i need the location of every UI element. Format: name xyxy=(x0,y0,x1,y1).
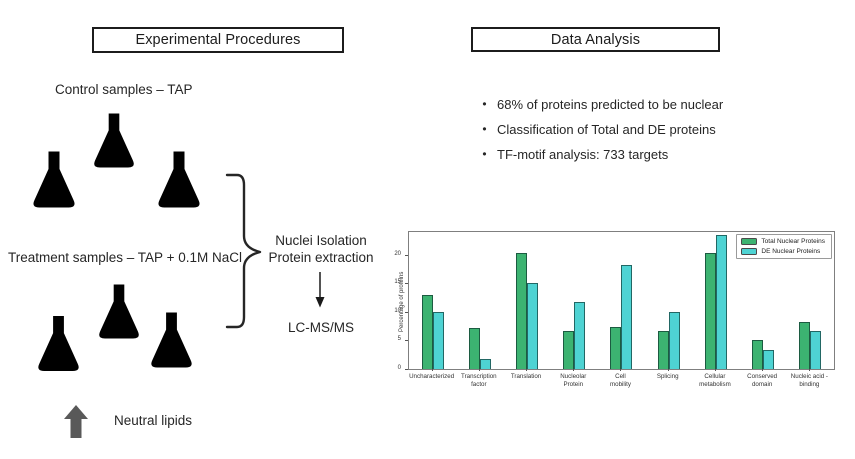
y-tick-label: 0 xyxy=(397,365,401,371)
bar xyxy=(479,359,491,369)
control-flask-icon xyxy=(158,150,200,208)
bar-group xyxy=(740,232,787,369)
x-category-label: Cellular metabolism xyxy=(691,369,738,388)
curly-brace-icon xyxy=(225,173,262,329)
y-tick-label: 15 xyxy=(394,279,401,286)
bar-group xyxy=(503,232,550,369)
y-tick-label: 10 xyxy=(394,307,401,314)
bar xyxy=(799,322,811,369)
pipeline-step-protein-extraction: Protein extraction xyxy=(268,249,374,265)
x-category-label: Splicing xyxy=(644,369,691,388)
bar-group xyxy=(598,232,645,369)
bar xyxy=(621,264,633,369)
bullet-text: Classification of Total and DE proteins xyxy=(497,122,716,137)
bullet-item: • Classification of Total and DE protein… xyxy=(472,122,723,137)
bar xyxy=(527,283,539,369)
bar xyxy=(715,234,727,369)
bar-group xyxy=(551,232,598,369)
chart-plot-area: Total Nuclear Proteins DE Nuclear Protein… xyxy=(394,231,835,371)
down-arrow-icon xyxy=(315,272,325,308)
y-tick-label: 20 xyxy=(394,250,401,257)
data-analysis-title-box: Data Analysis xyxy=(471,27,720,52)
experimental-procedures-title: Experimental Procedures xyxy=(135,32,301,48)
legend-label: DE Nuclear Proteins xyxy=(761,248,821,255)
treatment-flask-icon xyxy=(99,283,139,339)
legend-swatch xyxy=(741,238,758,245)
x-category-label: Uncharacterized xyxy=(408,369,455,388)
bar-group xyxy=(645,232,692,369)
treatment-flask-icon xyxy=(151,311,192,368)
bar-group xyxy=(456,232,503,369)
legend-item: Total Nuclear Proteins xyxy=(741,238,825,245)
x-category-label: Transcription factor xyxy=(455,369,502,388)
bullet-item: • TF-motif analysis: 733 targets xyxy=(472,147,723,162)
pipeline-step-lcms: LC-MS/MS xyxy=(287,320,354,335)
bullet-item: • 68% of proteins predicted to be nuclea… xyxy=(472,97,723,112)
control-flask-icon xyxy=(33,150,75,208)
bar xyxy=(668,311,680,369)
x-category-label: Translation xyxy=(502,369,549,388)
pipeline-step-nuclei-isolation: Nuclei Isolation xyxy=(275,233,367,248)
bar xyxy=(421,294,433,369)
up-arrow-icon xyxy=(64,405,88,438)
bar xyxy=(657,331,669,369)
bar-groups xyxy=(409,232,834,369)
bar-group xyxy=(787,232,834,369)
legend-item: DE Nuclear Proteins xyxy=(741,248,825,255)
bar xyxy=(468,327,480,369)
treatment-samples-label: Treatment samples – TAP + 0.1M NaCl xyxy=(8,250,242,265)
legend-swatch xyxy=(741,248,758,255)
bar xyxy=(610,326,622,369)
bar xyxy=(763,350,775,369)
bar xyxy=(810,330,822,369)
treatment-flask-icon xyxy=(38,314,79,372)
neutral-lipids-label: Neutral lipids xyxy=(114,413,193,428)
bar xyxy=(432,311,444,369)
legend-label: Total Nuclear Proteins xyxy=(761,238,825,245)
bar xyxy=(574,302,586,369)
bar-group xyxy=(409,232,456,369)
bullet-list: • 68% of proteins predicted to be nuclea… xyxy=(472,97,723,172)
x-category-label: Conserved domain xyxy=(739,369,786,388)
bullet-text: TF-motif analysis: 733 targets xyxy=(497,147,669,162)
chart-legend: Total Nuclear Proteins DE Nuclear Protein… xyxy=(736,234,832,259)
bar xyxy=(704,253,716,369)
bullet-dot: • xyxy=(482,97,487,111)
data-analysis-title: Data Analysis xyxy=(550,31,641,48)
bullet-dot: • xyxy=(482,147,487,161)
y-tick-label: 5 xyxy=(397,336,401,343)
pipeline-steps: Nuclei Isolation Protein extraction xyxy=(256,233,386,266)
bar-group xyxy=(692,232,739,369)
x-category-label: Cell mobility xyxy=(597,369,644,388)
control-samples-label: Control samples – TAP xyxy=(55,82,193,97)
x-category-label: Nucleolar Protein xyxy=(550,369,597,388)
x-category-label: Nucleic acid - binding xyxy=(786,369,833,388)
bar xyxy=(516,253,528,369)
bullet-text: 68% of proteins predicted to be nuclear xyxy=(497,97,724,112)
control-flask-icon xyxy=(94,112,134,168)
bullet-dot: • xyxy=(482,122,487,136)
bar xyxy=(563,331,575,369)
bar xyxy=(752,340,764,369)
bar-chart: Percentage of proteins Total Nuclear Pro… xyxy=(394,227,843,399)
experimental-procedures-title-box: Experimental Procedures xyxy=(92,27,344,53)
